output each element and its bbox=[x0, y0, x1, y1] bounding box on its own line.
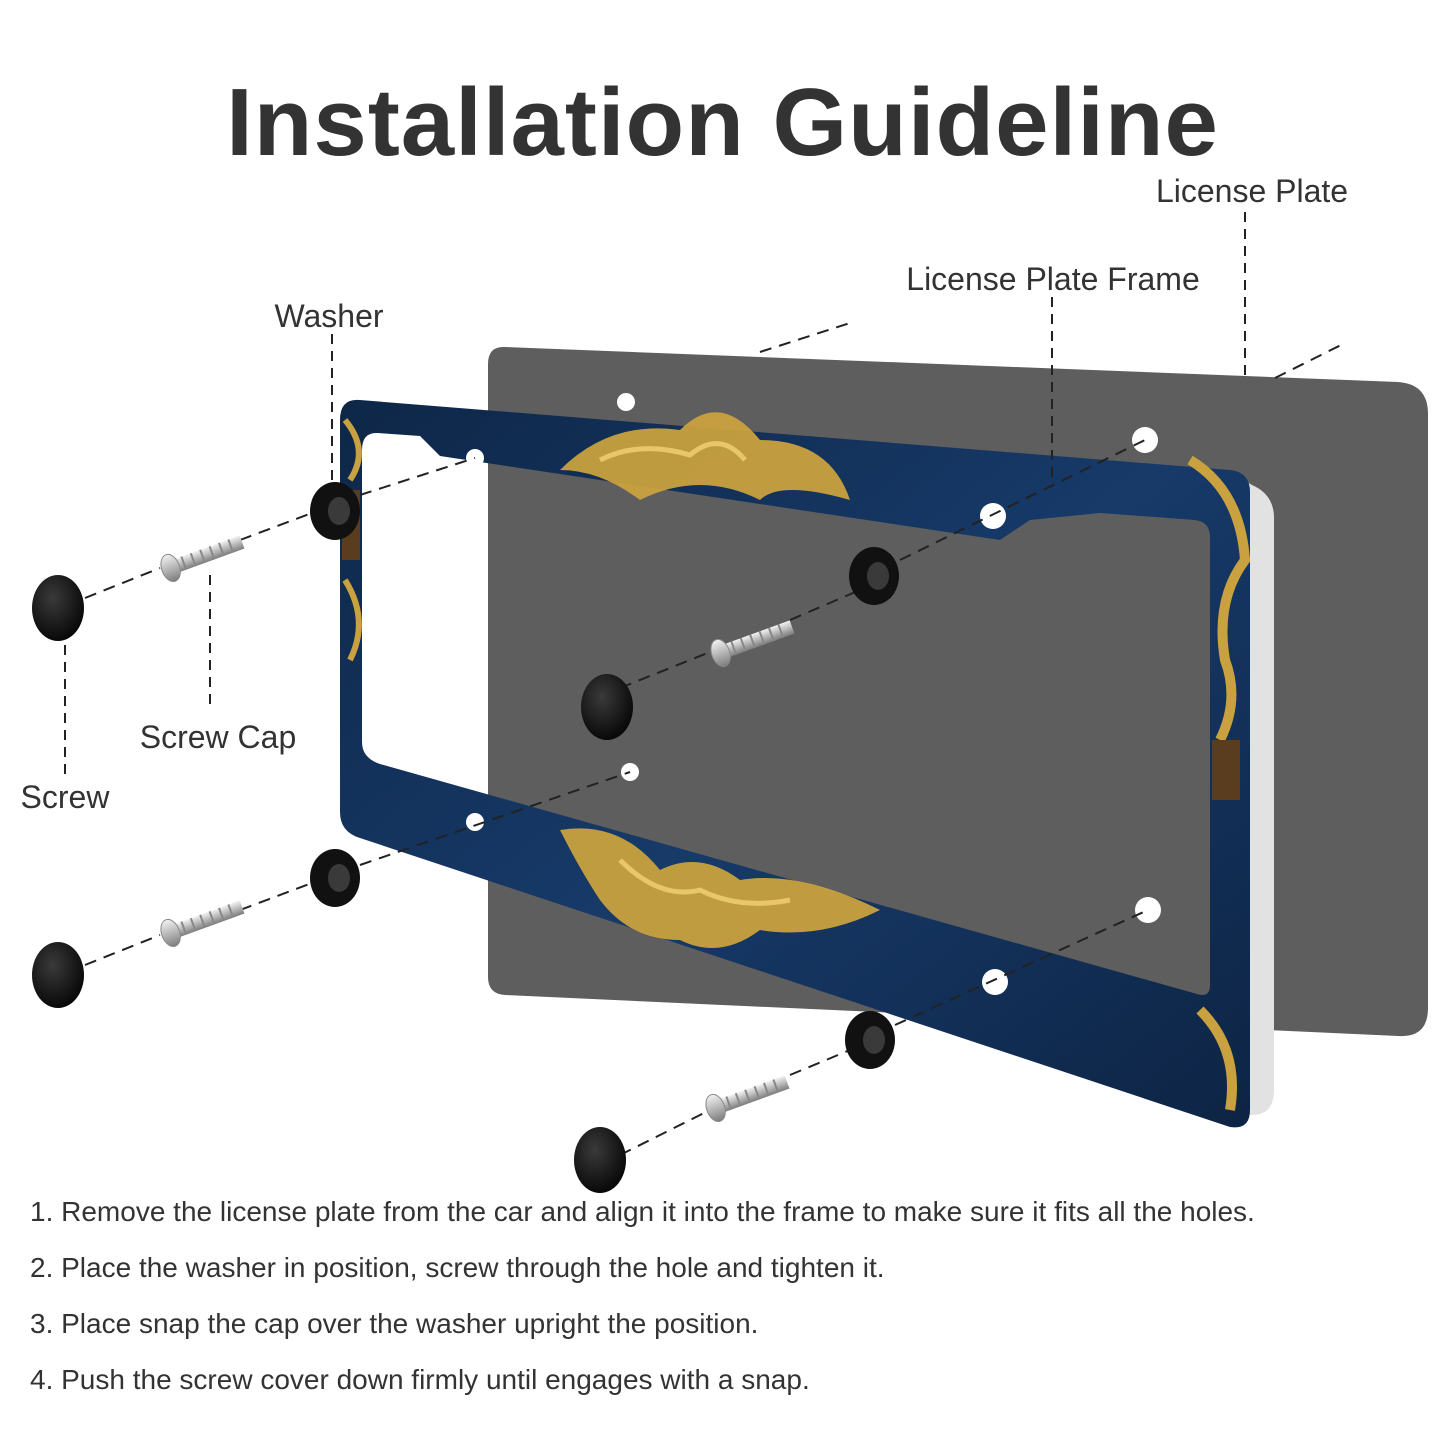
leader-lines bbox=[64, 212, 1246, 780]
plate-hole bbox=[1132, 427, 1158, 453]
screw-icon bbox=[705, 1075, 790, 1122]
label-license-plate: License Plate bbox=[1156, 173, 1348, 209]
license-plate-frame bbox=[340, 399, 1275, 1128]
label-license-plate-frame: License Plate Frame bbox=[906, 261, 1199, 297]
screw-icon bbox=[160, 900, 245, 947]
instruction-steps: 1. Remove the license plate from the car… bbox=[30, 1198, 1255, 1422]
step-item: 3. Place snap the cap over the washer up… bbox=[30, 1308, 759, 1339]
step-item: 4. Push the screw cover down firmly unti… bbox=[30, 1364, 810, 1395]
screw-cap-icon bbox=[574, 1127, 626, 1193]
frame-hole bbox=[980, 503, 1006, 529]
screw-cap-icon bbox=[581, 674, 633, 740]
label-screw-cap: Screw Cap bbox=[140, 719, 297, 755]
page-title: Installation Guideline bbox=[226, 69, 1219, 176]
screw-icon bbox=[710, 620, 795, 667]
step-item: 1. Remove the license plate from the car… bbox=[30, 1196, 1255, 1227]
label-washer: Washer bbox=[274, 298, 383, 334]
washer-icon bbox=[310, 849, 360, 907]
plate-hole bbox=[1135, 897, 1161, 923]
screw-icon bbox=[160, 535, 245, 582]
washer-icon bbox=[845, 1011, 895, 1069]
plate-hole bbox=[617, 393, 635, 411]
screw-cap-icon bbox=[32, 942, 84, 1008]
frame-hole bbox=[982, 969, 1008, 995]
frame-hole bbox=[466, 813, 484, 831]
alignment-lines bbox=[84, 322, 1346, 1156]
washer-icon bbox=[849, 547, 899, 605]
step-item: 2. Place the washer in position, screw t… bbox=[30, 1252, 885, 1283]
screw-cap-icon bbox=[32, 575, 84, 641]
label-screw: Screw bbox=[21, 779, 111, 815]
washer-icon bbox=[310, 482, 360, 540]
